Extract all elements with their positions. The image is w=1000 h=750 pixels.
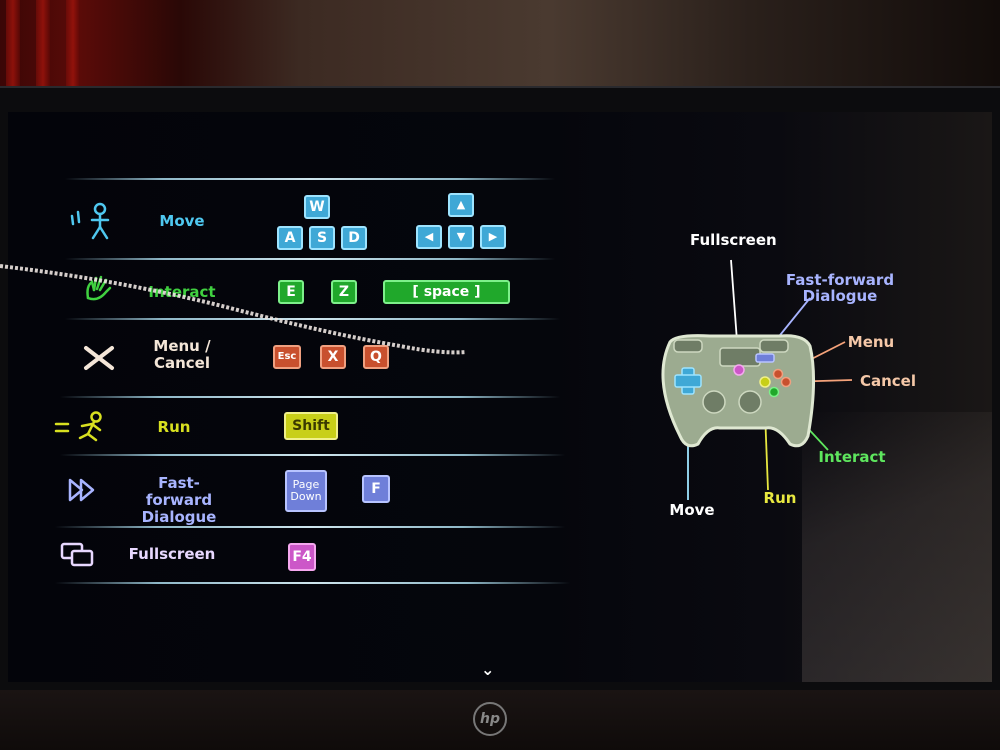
curtain [36,0,50,95]
key-arrow-up: ▲ [448,193,474,217]
key-esc: Esc [273,345,301,369]
pad-label-run: Run [763,489,797,507]
key-d: D [341,226,367,250]
hp-logo: hp [473,702,507,736]
pad-label-cancel: Cancel [859,372,916,390]
divider [60,454,565,456]
row-label-run: Run [157,418,191,436]
curtain [66,0,80,95]
key-e: E [278,280,304,304]
pad-label-fast-forward: Fast-forward Dialogue [785,271,895,305]
gamepad-select-button [733,364,745,376]
key-arrow-down: ▼ [448,225,474,249]
key-q: Q [363,345,389,369]
scroll-down-chevron-icon[interactable]: ⌄ [481,660,495,679]
curtain [6,0,20,95]
row-label-menu-cancel: Menu / Cancel [153,337,211,372]
key-w: W [304,195,330,219]
pad-label-interact: Interact [818,448,886,466]
fullscreen-icon [60,542,94,567]
fast-forward-icon [68,478,95,502]
pad-label-move: Move [669,501,715,519]
screen-reflection [802,412,992,682]
key-s: S [309,226,335,250]
divider [65,178,555,180]
row-label-move: Move [159,212,205,230]
divider [60,396,560,398]
key-shift: Shift [284,412,338,440]
key-f4: F4 [288,543,316,571]
key-f: F [362,475,390,503]
move-icon [70,202,110,240]
run-icon [54,411,102,442]
gamepad-interact-button [768,386,780,398]
key-space: [ space ] [383,280,510,304]
gamepad-start-button [755,353,775,363]
cancel-icon [84,346,114,370]
divider [65,258,555,260]
key-z: Z [331,280,357,304]
gamepad-dpad [674,367,702,395]
key-arrow-left: ◀ [416,225,442,249]
gamepad-menu-button [772,368,784,380]
gamepad-cancel-button [780,376,792,388]
pad-label-fullscreen: Fullscreen [690,231,777,249]
gamepad-body [661,334,816,448]
divider [65,318,560,320]
row-label-fast-forward: Fast-forward Dialogue [141,474,217,526]
key-x: X [320,345,346,369]
pad-label-menu: Menu [847,333,895,351]
background-room [0,0,1000,95]
divider [55,526,565,528]
divider [55,582,570,584]
row-label-fullscreen: Fullscreen [128,545,216,563]
key-arrow-right: ▶ [480,225,506,249]
gamepad-diagram [661,259,853,500]
key-a: A [277,226,303,250]
row-label-interact: Interact [148,283,216,301]
key-page-down: Page Down [285,470,327,512]
gamepad-run-button [759,376,771,388]
